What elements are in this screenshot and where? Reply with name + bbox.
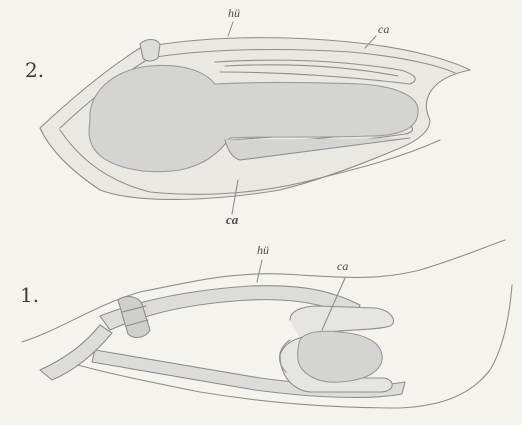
figure-2-drawing (40, 22, 470, 214)
figure-1-capsule-inner (298, 331, 383, 382)
figure-1-label-hu: hü (257, 243, 269, 258)
figure-1-leader-hu (257, 260, 262, 282)
figure-2-leader-hu (228, 22, 233, 36)
figure-2-number: 2. (25, 58, 44, 82)
figure-2-label-ca-top: ca (378, 22, 389, 37)
figure-1-drawing (22, 240, 512, 408)
figure-2-label-ca-bottom: ca (226, 212, 238, 228)
figure-2-label-hu: hü (228, 6, 240, 21)
figure-2-joint (140, 40, 160, 62)
figure-1-number: 1. (20, 283, 39, 307)
figure-1-label-ca: ca (337, 259, 348, 274)
